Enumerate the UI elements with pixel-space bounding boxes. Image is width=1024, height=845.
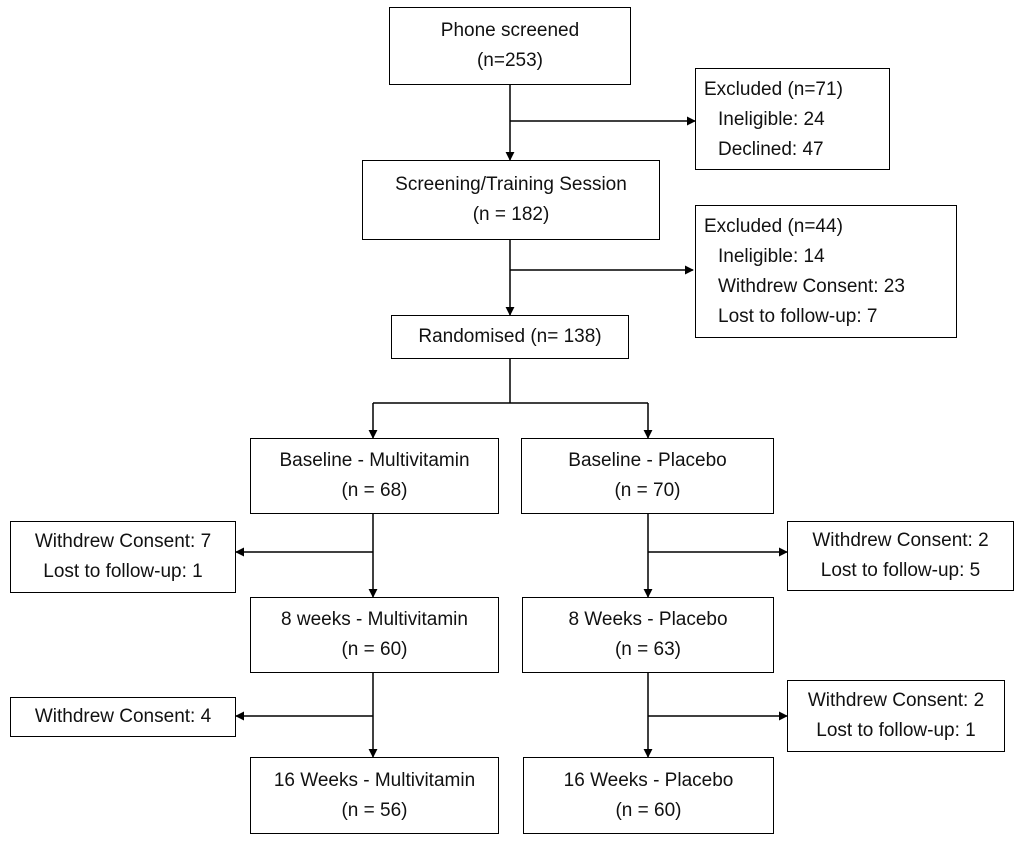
excluded-2-withdrew: Withdrew Consent: 23 (718, 276, 905, 297)
excluded-2-box: Excluded (n=44) Ineligible: 14 Withdrew … (695, 205, 957, 338)
dropout-placebo-1-lost: Lost to follow-up: 5 (820, 560, 981, 581)
baseline-multivitamin-count: (n = 68) (341, 480, 408, 501)
randomised-title: Randomised (n= 138) (418, 326, 602, 347)
week8-multivitamin-title: 8 weeks - Multivitamin (281, 609, 468, 630)
week16-placebo-box: 16 Weeks - Placebo (n = 60) (523, 757, 774, 834)
baseline-placebo-box: Baseline - Placebo (n = 70) (521, 438, 774, 514)
screening-count: (n = 182) (472, 204, 550, 225)
week16-placebo-title: 16 Weeks - Placebo (563, 769, 734, 791)
week8-multivitamin-box: 8 weeks - Multivitamin (n = 60) (250, 597, 499, 673)
excluded-2-ineligible: Ineligible: 14 (718, 246, 825, 267)
excluded-1-declined: Declined: 47 (718, 139, 824, 160)
dropout-placebo-2-lost: Lost to follow-up: 1 (816, 720, 976, 741)
baseline-multivitamin-box: Baseline - Multivitamin (n = 68) (250, 438, 499, 514)
dropout-multivitamin-1-lost: Lost to follow-up: 1 (43, 561, 203, 582)
dropout-placebo-2-withdrew: Withdrew Consent: 2 (807, 690, 985, 711)
dropout-multivitamin-2-withdrew: Withdrew Consent: 4 (34, 706, 212, 727)
randomised-box: Randomised (n= 138) (391, 315, 629, 359)
week16-multivitamin-title: 16 Weeks - Multivitamin (273, 769, 476, 791)
week16-multivitamin-count: (n = 56) (341, 799, 408, 821)
week8-placebo-count: (n = 63) (614, 639, 681, 660)
week8-placebo-title: 8 Weeks - Placebo (568, 609, 728, 630)
excluded-2-title: Excluded (n=44) (704, 216, 843, 237)
baseline-multivitamin-title: Baseline - Multivitamin (279, 450, 470, 471)
baseline-placebo-title: Baseline - Placebo (568, 450, 727, 471)
week8-multivitamin-count: (n = 60) (341, 639, 408, 660)
dropout-placebo-1-withdrew: Withdrew Consent: 2 (812, 530, 989, 551)
phone-screened-count: (n=253) (476, 50, 544, 71)
week16-multivitamin-box: 16 Weeks - Multivitamin (n = 56) (250, 757, 499, 834)
dropout-multivitamin-1-withdrew: Withdrew Consent: 7 (34, 531, 212, 552)
dropout-placebo-2-box: Withdrew Consent: 2 Lost to follow-up: 1 (787, 680, 1005, 752)
dropout-multivitamin-2-box: Withdrew Consent: 4 (10, 697, 236, 737)
baseline-placebo-count: (n = 70) (614, 480, 681, 501)
dropout-multivitamin-1-box: Withdrew Consent: 7 Lost to follow-up: 1 (10, 521, 236, 593)
dropout-placebo-1-box: Withdrew Consent: 2 Lost to follow-up: 5 (787, 521, 1014, 591)
week16-placebo-count: (n = 60) (615, 799, 682, 821)
phone-screened-box: Phone screened (n=253) (389, 7, 631, 85)
week8-placebo-box: 8 Weeks - Placebo (n = 63) (522, 597, 774, 673)
phone-screened-title: Phone screened (440, 20, 580, 41)
excluded-1-title: Excluded (n=71) (704, 79, 843, 100)
excluded-2-lost: Lost to follow-up: 7 (718, 306, 878, 327)
excluded-1-box: Excluded (n=71) Ineligible: 24 Declined:… (695, 68, 890, 170)
screening-title: Screening/Training Session (395, 174, 627, 195)
excluded-1-ineligible: Ineligible: 24 (718, 109, 825, 130)
screening-box: Screening/Training Session (n = 182) (362, 160, 660, 240)
